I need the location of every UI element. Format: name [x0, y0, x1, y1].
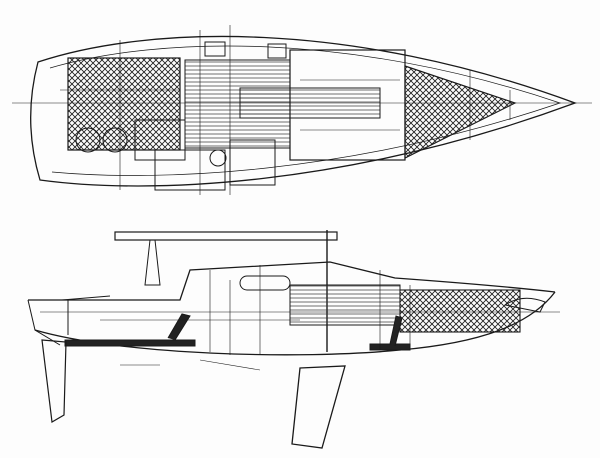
profile-floorboards: [289, 284, 401, 326]
transom: [27, 299, 61, 346]
aft-bunk: [64, 339, 196, 347]
toilet: [209, 149, 227, 167]
saloon-area: [289, 49, 406, 161]
cabin-window: [239, 275, 291, 291]
main-floorboards: [239, 87, 381, 119]
sheer-line: [28, 261, 556, 301]
boom-vang: [144, 239, 161, 286]
aft-cockpit-hatched: [67, 57, 181, 151]
plan-deck-line: [49, 45, 562, 176]
rudder: [41, 339, 67, 423]
plan-view: [12, 25, 592, 195]
profile-view: [27, 230, 560, 449]
keel: [291, 365, 346, 449]
galley-sink: [267, 43, 287, 59]
winch-right: [102, 127, 128, 153]
fwd-bunk: [369, 343, 411, 351]
vberth-hatched: [399, 289, 521, 333]
boom: [114, 231, 338, 241]
bow-hatch: [503, 297, 546, 313]
forward-berth-hatched: [404, 65, 517, 159]
winch-left: [75, 127, 101, 153]
pushpit: [61, 295, 111, 335]
